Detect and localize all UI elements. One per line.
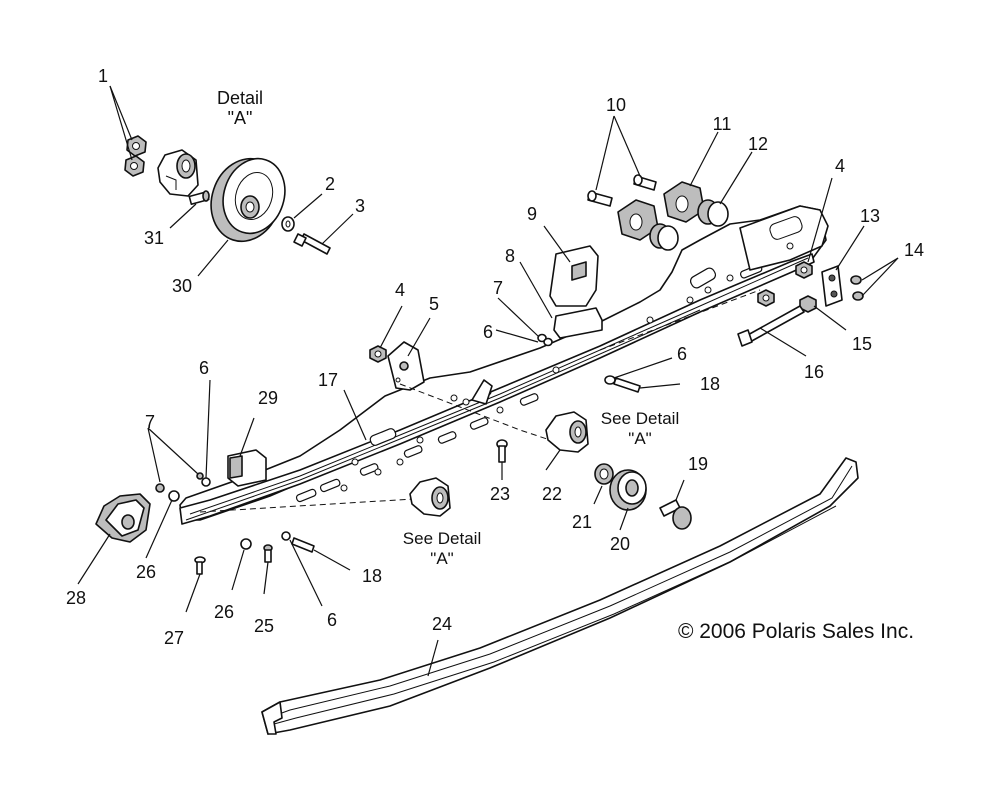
bolt-16 (737, 305, 805, 347)
bolt-3 (293, 233, 331, 255)
see-detail-2-letter: "A" (430, 549, 453, 568)
rail-17 (179, 205, 829, 525)
callout-6-front: 6 (199, 358, 209, 378)
callout-7-top: 7 (493, 278, 503, 298)
callout-19: 19 (688, 454, 708, 474)
screw-14a (850, 275, 862, 285)
callout-8: 8 (505, 246, 515, 266)
clip-13 (821, 265, 843, 307)
washer-6-top (543, 337, 553, 347)
callout-30: 30 (172, 276, 192, 296)
see-detail-2: See Detail (403, 529, 481, 548)
wear-bar-24 (261, 457, 859, 735)
nut-1a (126, 135, 147, 157)
callout-2: 2 (325, 174, 335, 194)
callout-4-right: 4 (835, 156, 845, 176)
see-detail-1: See Detail (601, 409, 679, 428)
callout-18-mid: 18 (700, 374, 720, 394)
nut-4-left (369, 345, 387, 363)
nut-7-front (155, 483, 165, 493)
callout-29: 29 (258, 388, 278, 408)
see-detail-1-letter: "A" (628, 429, 651, 448)
slider-block-9 (549, 245, 599, 307)
callout-18-low: 18 (362, 566, 382, 586)
slider-block-29 (227, 449, 267, 487)
callout-12: 12 (748, 134, 768, 154)
bolt-10a (587, 190, 613, 207)
washer-6-mid (604, 375, 616, 385)
screw-14b (852, 291, 864, 301)
washer-6-front (201, 477, 211, 487)
callout-24: 24 (432, 614, 452, 634)
bolt-10b (633, 174, 657, 191)
copyright-text: © 2006 Polaris Sales Inc. (678, 620, 914, 643)
wheel-mount-22 (545, 411, 589, 453)
callout-16: 16 (804, 362, 824, 382)
spacer-12 (697, 199, 729, 227)
nut-1b (124, 155, 145, 177)
callout-17: 17 (318, 370, 338, 390)
callout-labels: 1 2 3 31 30 10 11 12 4 13 14 15 16 9 8 7… (66, 66, 924, 648)
nut-lower-right (757, 289, 775, 307)
callout-9: 9 (527, 204, 537, 224)
detail-a-group: Detail "A" (109, 85, 354, 277)
callout-26-front: 26 (136, 562, 156, 582)
callout-23: 23 (490, 484, 510, 504)
tip-cap-28 (95, 493, 151, 543)
washer-26a (168, 490, 180, 502)
nut-4-right (795, 261, 813, 279)
wheel-mount-bracket (157, 149, 199, 197)
detail-title: Detail (217, 88, 263, 108)
callout-15: 15 (852, 334, 872, 354)
rail-bracket (471, 379, 493, 405)
callout-13: 13 (860, 206, 880, 226)
callout-28: 28 (66, 588, 86, 608)
callout-25: 25 (254, 616, 274, 636)
callout-22: 22 (542, 484, 562, 504)
spacer-12b (649, 223, 679, 251)
bolt-23 (496, 439, 508, 463)
callout-11: 11 (713, 114, 732, 134)
bolt-31 (188, 190, 210, 205)
callout-10: 10 (606, 95, 626, 115)
bumper-8 (553, 307, 603, 339)
callout-5: 5 (429, 294, 439, 314)
idler-wheel-30 (210, 157, 286, 243)
washer-6-low (281, 531, 291, 541)
callout-7-front: 7 (145, 412, 155, 432)
callout-27: 27 (164, 628, 184, 648)
spacer-20 (609, 469, 647, 511)
callout-20: 20 (610, 534, 630, 554)
bolt-25 (263, 544, 273, 563)
bolt-18-low (291, 537, 315, 553)
leader-lines (77, 115, 899, 677)
bushing-11b (617, 199, 659, 241)
callout-26-low: 26 (214, 602, 234, 622)
bracket-5 (387, 341, 425, 391)
bolt-19 (659, 499, 692, 530)
callout-3: 3 (355, 196, 365, 216)
callout-1: 1 (98, 66, 108, 86)
callout-4-left: 4 (395, 280, 405, 300)
detail-letter: "A" (228, 108, 253, 128)
callout-14: 14 (904, 240, 924, 260)
callout-6-low: 6 (327, 610, 337, 630)
washer-7-front (196, 472, 204, 480)
callout-6-mid: 6 (677, 344, 687, 364)
washer-2 (281, 216, 295, 232)
washer-26b (240, 538, 252, 550)
callout-6-top: 6 (483, 322, 493, 342)
bushing-11 (663, 181, 705, 223)
callout-21: 21 (572, 512, 592, 532)
callout-31: 31 (144, 228, 164, 248)
bolt-18-mid (613, 377, 641, 393)
bolt-27 (194, 556, 206, 575)
wheel-mount-front (409, 477, 451, 517)
